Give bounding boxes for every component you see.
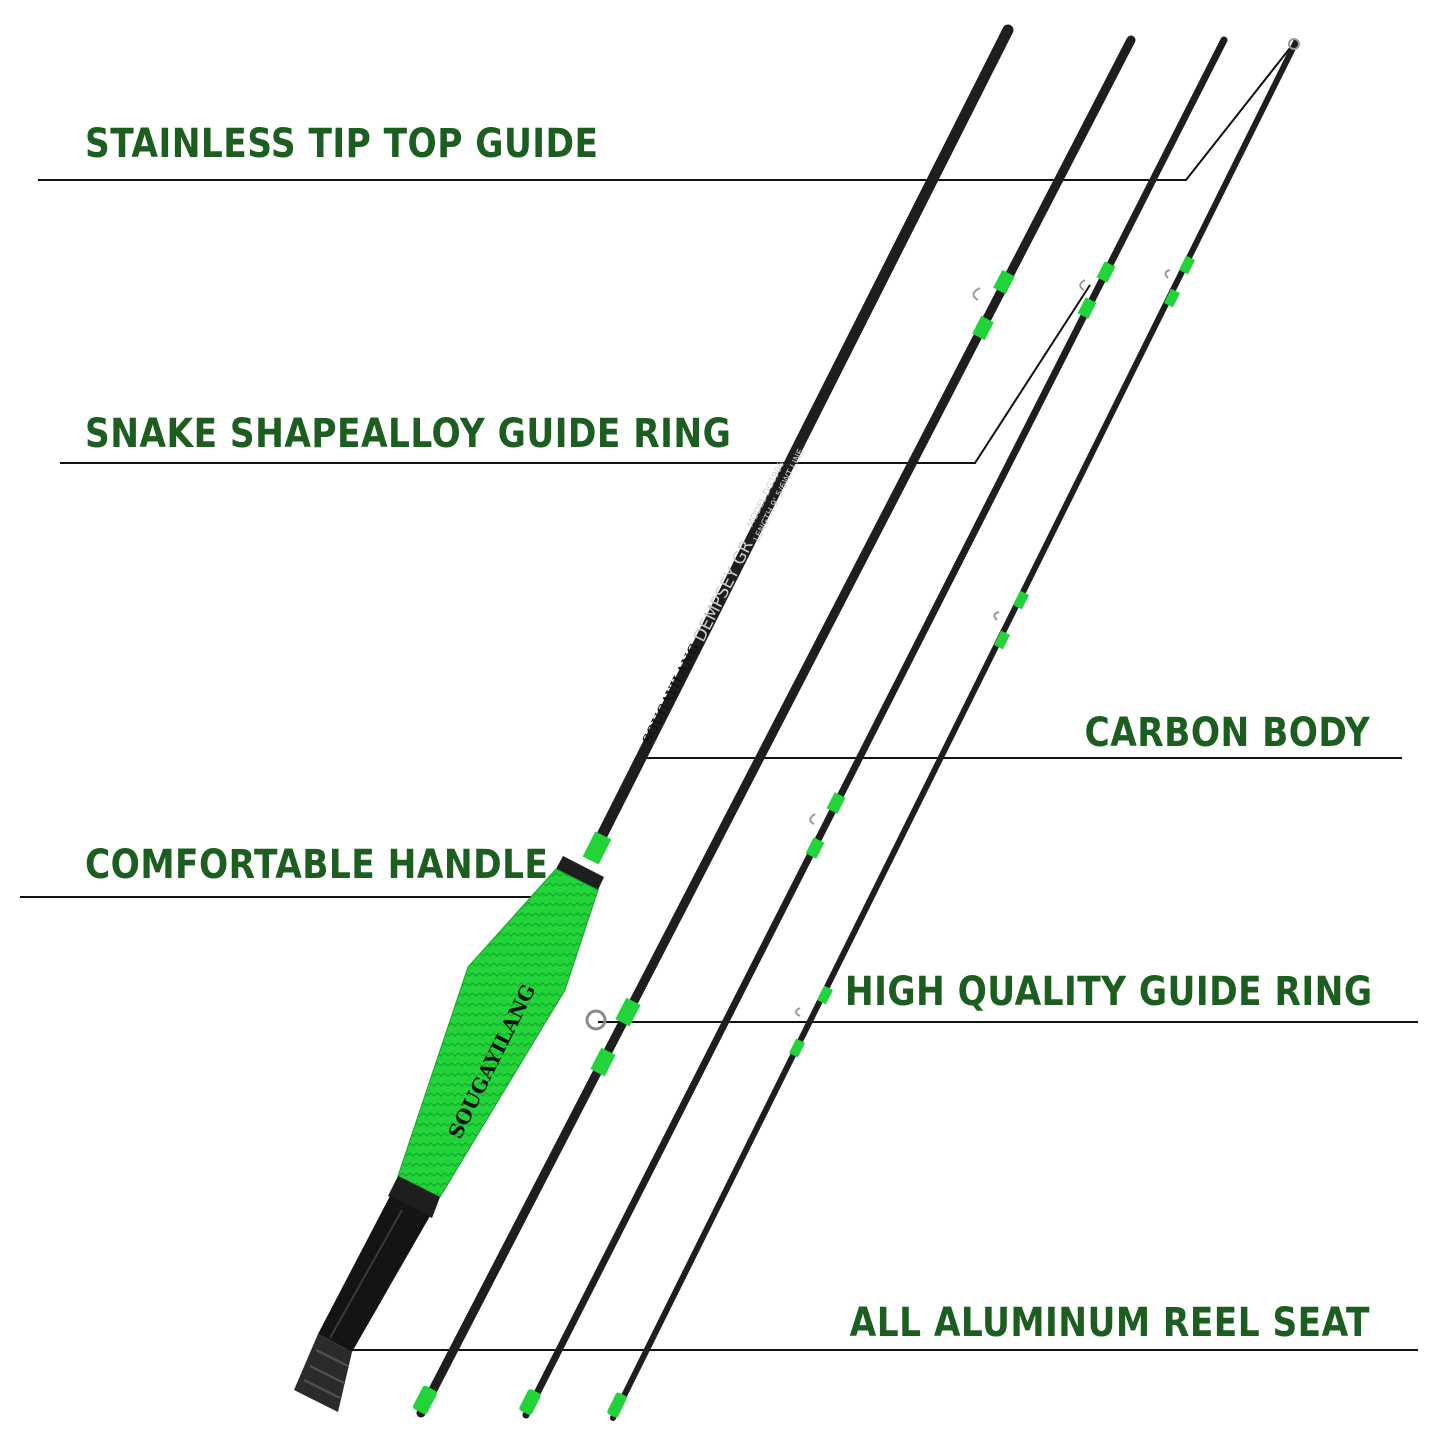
callout-carbon-body: CARBON BODY: [1084, 710, 1370, 756]
reel-seat: [318, 1196, 430, 1352]
stripping-guide: [585, 1009, 607, 1031]
callout-guide-ring: HIGH QUALITY GUIDE RING: [844, 969, 1372, 1015]
rod-section-mid-butt: [412, 35, 1136, 1418]
leader-line-snake-guide: [60, 284, 1091, 464]
rod-section-mid-tip: [519, 36, 1228, 1419]
rod-print: SOUGAYILANG DEMPSEY GR MODEL DG1906 LENG…: [640, 447, 807, 747]
callout-comfortable-handle: COMFORTABLE HANDLE: [85, 842, 549, 888]
rod-section-butt: [294, 24, 1014, 1412]
callout-snake-guide-ring: SNAKE SHAPEALLOY GUIDE RING: [85, 411, 732, 457]
rod-brand-text: SOUGAYILANG: [640, 642, 703, 747]
rod-section-tip: [607, 38, 1300, 1421]
callout-lines: [20, 47, 1418, 1351]
callout-tip-top-guide: STAINLESS TIP TOP GUIDE: [85, 121, 599, 167]
leader-line-tip-top: [38, 47, 1291, 181]
callout-reel-seat: ALL ALUMINUM REEL SEAT: [849, 1300, 1370, 1346]
rod-series-text: DEMPSEY GR: [690, 537, 758, 645]
